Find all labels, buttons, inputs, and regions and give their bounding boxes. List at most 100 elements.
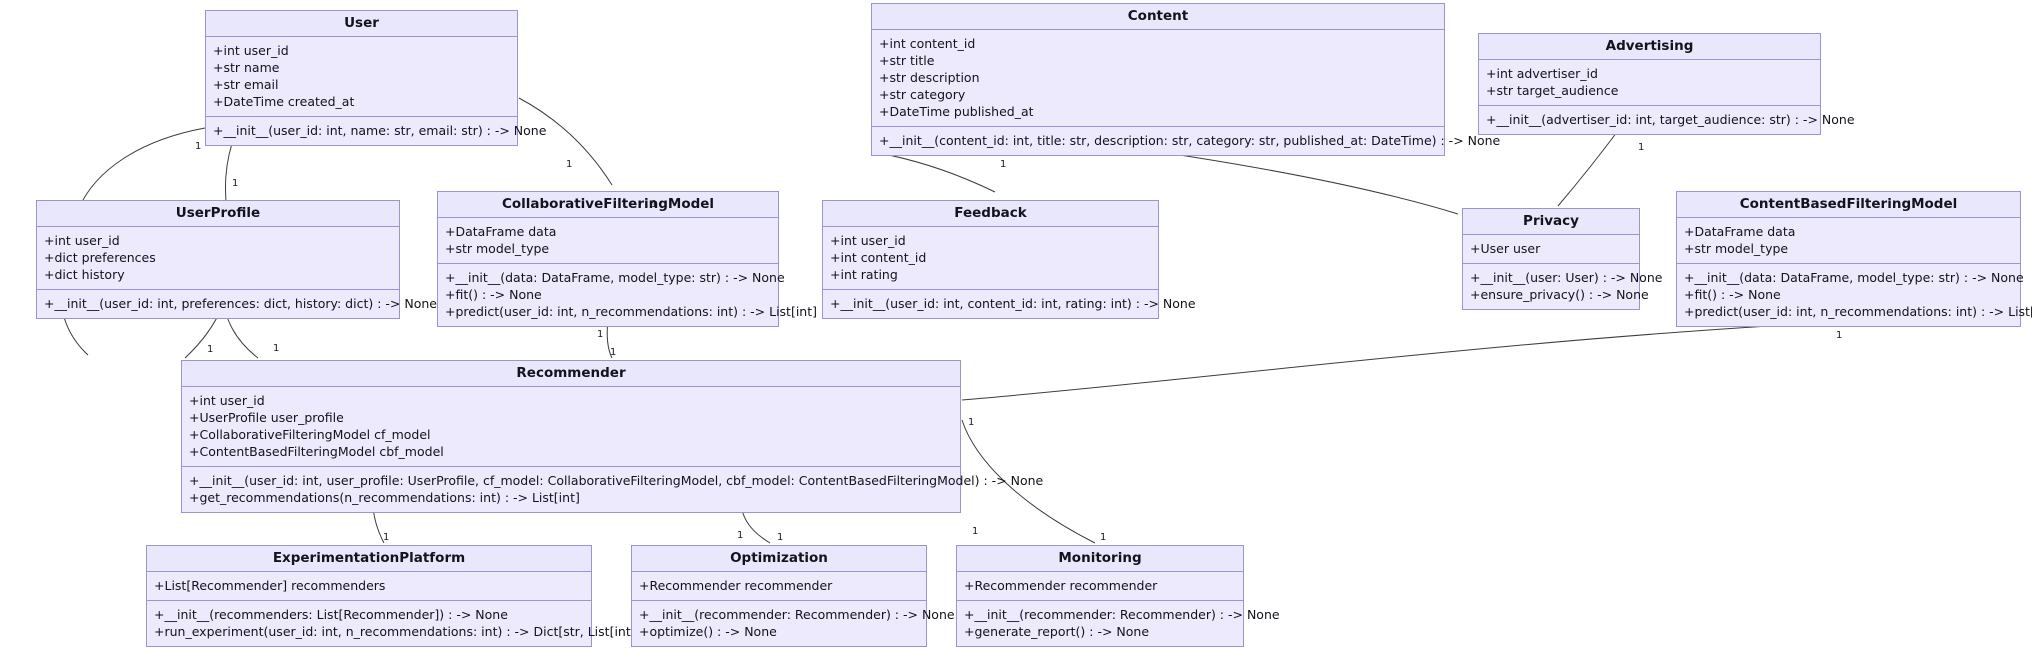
multiplicity-label: 1	[207, 344, 214, 355]
uml-class-optimization[interactable]: Optimization +Recommender recommender +__i…	[631, 545, 955, 647]
multiplicity-label: 1	[1638, 142, 1645, 153]
method-row: +run_experiment(user_id: int, n_recommen…	[154, 624, 641, 639]
method-row: +fit() : -> None	[1684, 287, 1781, 302]
attributes-compartment-optimization: +Recommender recommender	[632, 572, 926, 601]
uml-class-cfmodel[interactable]: CollaborativeFilteringModel+DataFrame da…	[437, 191, 818, 327]
methods-compartment-advertising: +__init__(advertiser_id: int, target_aud…	[1479, 106, 1855, 134]
class-name-user: User	[206, 11, 517, 37]
method-row: +__init__(content_id: int, title: str, d…	[879, 133, 1501, 148]
method-row: +__init__(user_id: int, content_id: int,…	[830, 296, 1196, 311]
attributes-compartment-feedback: +int user_id+int content_id+int rating	[823, 227, 1158, 290]
class-name-content: Content	[872, 4, 1444, 30]
method-row: +optimize() : -> None	[639, 624, 777, 639]
class-name-privacy: Privacy	[1463, 209, 1639, 235]
attributes-compartment-recommender: +int user_id +UserProfile user_profile +Co…	[182, 387, 960, 467]
attribute-row: +str description	[879, 70, 980, 85]
attributes-compartment-cfmodel: +DataFrame data +str model_type	[438, 218, 778, 264]
method-row: +ensure_privacy() : -> None	[1470, 287, 1649, 302]
class-name-cfmodel: CollaborativeFilteringModel	[438, 192, 778, 218]
method-row: +__init__(data: DataFrame, model_type: s…	[445, 270, 785, 285]
association-edge	[872, 151, 996, 193]
method-row: +__init__(user_id: int, user_profile: Us…	[189, 473, 1044, 488]
class-name-optimization: Optimization	[632, 546, 926, 572]
attribute-row: +str target_audience	[1486, 83, 1619, 98]
class-name-userprofile: UserProfile	[37, 201, 399, 227]
attribute-row: +DateTime created_at	[213, 94, 355, 109]
attribute-row: +Recommender recommender	[639, 578, 833, 593]
multiplicity-label: 1	[1836, 330, 1843, 341]
uml-class-advertising[interactable]: Advertising +int advertiser_id +str target…	[1478, 33, 1855, 135]
method-row: +fit() : -> None	[445, 287, 542, 302]
methods-compartment-privacy: +__init__(user: User) : -> None +ensure_p…	[1463, 264, 1663, 309]
uml-class-feedback[interactable]: Feedback+int user_id+int content_id+int …	[822, 200, 1196, 319]
methods-compartment-cbfmodel: +__init__(data: DataFrame, model_type: s…	[1677, 264, 2032, 326]
attribute-row: +DataFrame data	[445, 224, 557, 239]
attribute-row: +List[Recommender] recommenders	[154, 578, 386, 593]
uml-class-privacy[interactable]: Privacy +User user +__init__(user: User) :…	[1462, 208, 1663, 310]
attribute-row: +int content_id	[879, 36, 976, 51]
association-edge	[1159, 151, 1459, 215]
attribute-row: +str category	[879, 87, 966, 102]
uml-class-monitoring[interactable]: Monitoring+Recommender recommender +__ini…	[956, 545, 1280, 647]
attributes-compartment-user: +int user_id+str name+str email+DateTime…	[206, 37, 517, 117]
uml-class-content[interactable]: Content +int content_id +str title +str des…	[871, 3, 1501, 156]
attribute-row: +DataFrame data	[1684, 224, 1796, 239]
attribute-row: +str model_type	[445, 241, 550, 256]
methods-compartment-user: +__init__(user_id: int, name: str, email…	[206, 117, 546, 145]
attribute-row: +User user	[1470, 241, 1541, 256]
multiplicity-label: 1	[195, 141, 202, 152]
multiplicity-label: 1	[972, 526, 979, 537]
attribute-row: +str title	[879, 53, 935, 68]
uml-class-userprofile[interactable]: UserProfile+int user_id+dict preferences…	[36, 200, 437, 319]
attribute-row: +str model_type	[1684, 241, 1789, 256]
class-name-monitoring: Monitoring	[957, 546, 1243, 572]
attribute-row: +ContentBasedFilteringModel cbf_model	[189, 444, 444, 459]
methods-compartment-optimization: +__init__(recommender: Recommender) : ->…	[632, 601, 955, 646]
method-row: +predict(user_id: int, n_recommendations…	[445, 304, 818, 319]
multiplicity-label: 1	[777, 532, 784, 543]
attribute-row: +int content_id	[830, 250, 927, 265]
methods-compartment-feedback: +__init__(user_id: int, content_id: int,…	[823, 290, 1196, 318]
uml-class-user[interactable]: User+int user_id+str name+str email+Date…	[205, 10, 546, 146]
uml-class-experimentation[interactable]: ExperimentationPlatform +List[Recommender…	[146, 545, 641, 647]
method-row: +__init__(recommender: Recommender) : ->…	[964, 607, 1280, 622]
class-name-feedback: Feedback	[823, 201, 1158, 227]
multiplicity-label: 1	[273, 343, 280, 354]
attribute-row: +dict history	[44, 267, 125, 282]
method-row: +predict(user_id: int, n_recommendations…	[1684, 304, 2032, 319]
attribute-row: +int advertiser_id	[1486, 66, 1598, 81]
uml-class-cbfmodel[interactable]: ContentBasedFilteringModel+DataFrame dat…	[1676, 191, 2032, 327]
method-row: +__init__(recommenders: List[Recommender…	[154, 607, 508, 622]
methods-compartment-cfmodel: +__init__(data: DataFrame, model_type: s…	[438, 264, 818, 326]
multiplicity-label: 1	[651, 199, 658, 210]
association-edge	[961, 321, 1839, 401]
multiplicity-label: 1	[1100, 532, 1107, 543]
method-row: +__init__(user: User) : -> None	[1470, 270, 1663, 285]
method-row: +__init__(data: DataFrame, model_type: s…	[1684, 270, 2024, 285]
methods-compartment-content: +__init__(content_id: int, title: str, d…	[872, 127, 1501, 155]
multiplicity-label: 1	[597, 329, 604, 340]
association-edge	[518, 97, 613, 186]
attributes-compartment-monitoring: +Recommender recommender	[957, 572, 1243, 601]
class-name-recommender: Recommender	[182, 361, 960, 387]
attribute-row: +str email	[213, 77, 279, 92]
method-row: +__init__(advertiser_id: int, target_aud…	[1486, 112, 1855, 127]
association-edge	[1557, 127, 1621, 207]
attributes-compartment-cbfmodel: +DataFrame data +str model_type	[1677, 218, 2020, 264]
multiplicity-label: 1	[383, 532, 390, 543]
method-row: +get_recommendations(n_recommendations: …	[189, 490, 580, 505]
attribute-row: +int user_id	[189, 393, 265, 408]
attributes-compartment-content: +int content_id +str title +str descriptio…	[872, 30, 1444, 127]
attributes-compartment-advertising: +int advertiser_id +str target_audience	[1479, 60, 1820, 106]
multiplicity-label: 1	[737, 530, 744, 541]
attribute-row: +UserProfile user_profile	[189, 410, 344, 425]
multiplicity-label: 1	[1000, 159, 1007, 170]
methods-compartment-monitoring: +__init__(recommender: Recommender) : ->…	[957, 601, 1280, 646]
uml-class-recommender[interactable]: Recommender +int user_id +UserProfile user…	[181, 360, 1044, 513]
attribute-row: +DateTime published_at	[879, 104, 1034, 119]
class-name-advertising: Advertising	[1479, 34, 1820, 60]
attribute-row: +str name	[213, 60, 280, 75]
attribute-row: +dict preferences	[44, 250, 156, 265]
class-name-experimentation: ExperimentationPlatform	[147, 546, 591, 572]
